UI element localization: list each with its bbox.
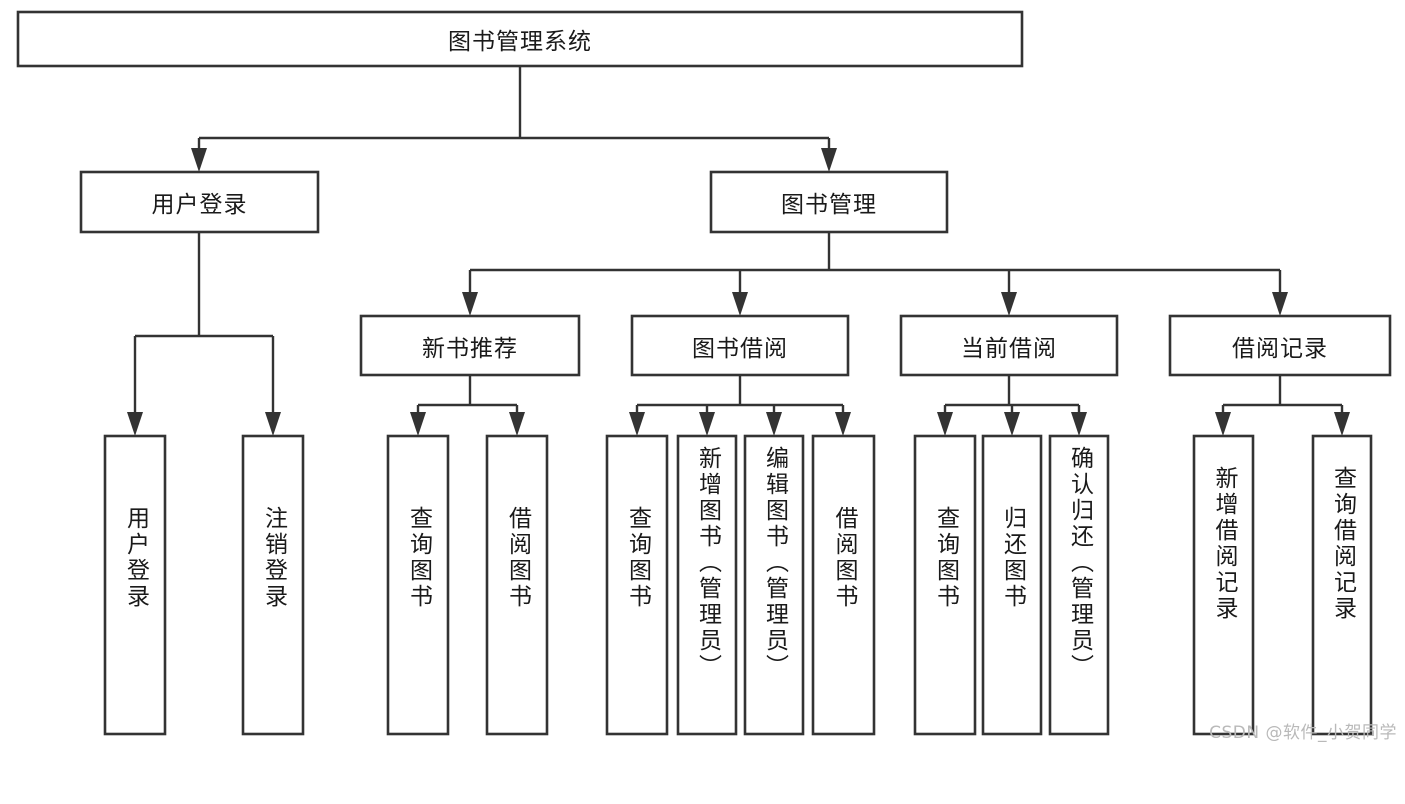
node-box-leaf-query-book-rec[interactable] [386,434,450,736]
arrow-bb-to-leaf3 [766,412,782,436]
node-box-current-borrow[interactable] [899,314,1119,377]
diagram-canvas: 图书管理系统 用户登录 图书管理 新书推荐 图书借阅 当前借阅 借阅记录 用户登… [16,10,1397,743]
node-box-leaf-query-record[interactable] [1311,434,1373,736]
node-box-leaf-confirm-return[interactable] [1048,434,1110,736]
node-box-book-borrow[interactable] [630,314,850,377]
node-box-leaf-edit-book[interactable] [743,434,805,736]
arrow-bm-to-borrowrecord [1272,292,1288,316]
edge-group-user-login [127,232,281,436]
edge-group-book-borrow [629,375,851,436]
node-box-leaf-user-logout[interactable] [241,434,305,736]
node-box-new-book-rec[interactable] [359,314,581,377]
node-box-borrow-record[interactable] [1168,314,1392,377]
node-box-leaf-add-record[interactable] [1192,434,1255,736]
arrow-nbr-to-leaf2 [509,412,525,436]
arrow-cb-to-leaf2 [1004,412,1020,436]
node-box-leaf-add-book[interactable] [676,434,738,736]
csdn-watermark: CSDN @软件_小贺同学 [1209,723,1397,743]
edge-group-book-manage [462,232,1288,316]
arrow-br-to-leaf1 [1215,412,1231,436]
edge-group-current-borrow [937,375,1087,436]
node-box-root[interactable] [16,10,1024,68]
edge-group-root [191,66,837,172]
node-box-user-login[interactable] [79,170,320,234]
arrow-root-to-book-manage [821,148,837,172]
arrow-ul-to-leaf2 [265,412,281,436]
node-box-leaf-query-book-cb[interactable] [913,434,977,736]
arrow-bm-to-currentborrow [1001,292,1017,316]
arrow-root-to-user-login [191,148,207,172]
flowchart-svg [16,10,1392,736]
arrow-cb-to-leaf3 [1071,412,1087,436]
node-box-leaf-user-login[interactable] [103,434,167,736]
arrow-nbr-to-leaf1 [410,412,426,436]
arrow-cb-to-leaf1 [937,412,953,436]
arrow-br-to-leaf2 [1334,412,1350,436]
arrow-bm-to-bookborrow [732,292,748,316]
arrow-bm-to-newbook [462,292,478,316]
node-box-book-manage[interactable] [709,170,949,234]
node-box-leaf-query-book-bb[interactable] [605,434,669,736]
edge-group-borrow-record [1215,375,1350,436]
arrow-bb-to-leaf4 [835,412,851,436]
node-box-leaf-borrow-book-rec[interactable] [485,434,549,736]
arrow-ul-to-leaf1 [127,412,143,436]
arrow-bb-to-leaf1 [629,412,645,436]
arrow-bb-to-leaf2 [699,412,715,436]
edge-group-new-book-rec [410,375,525,436]
node-box-leaf-borrow-book-bb[interactable] [811,434,876,736]
node-box-leaf-return-book[interactable] [981,434,1043,736]
